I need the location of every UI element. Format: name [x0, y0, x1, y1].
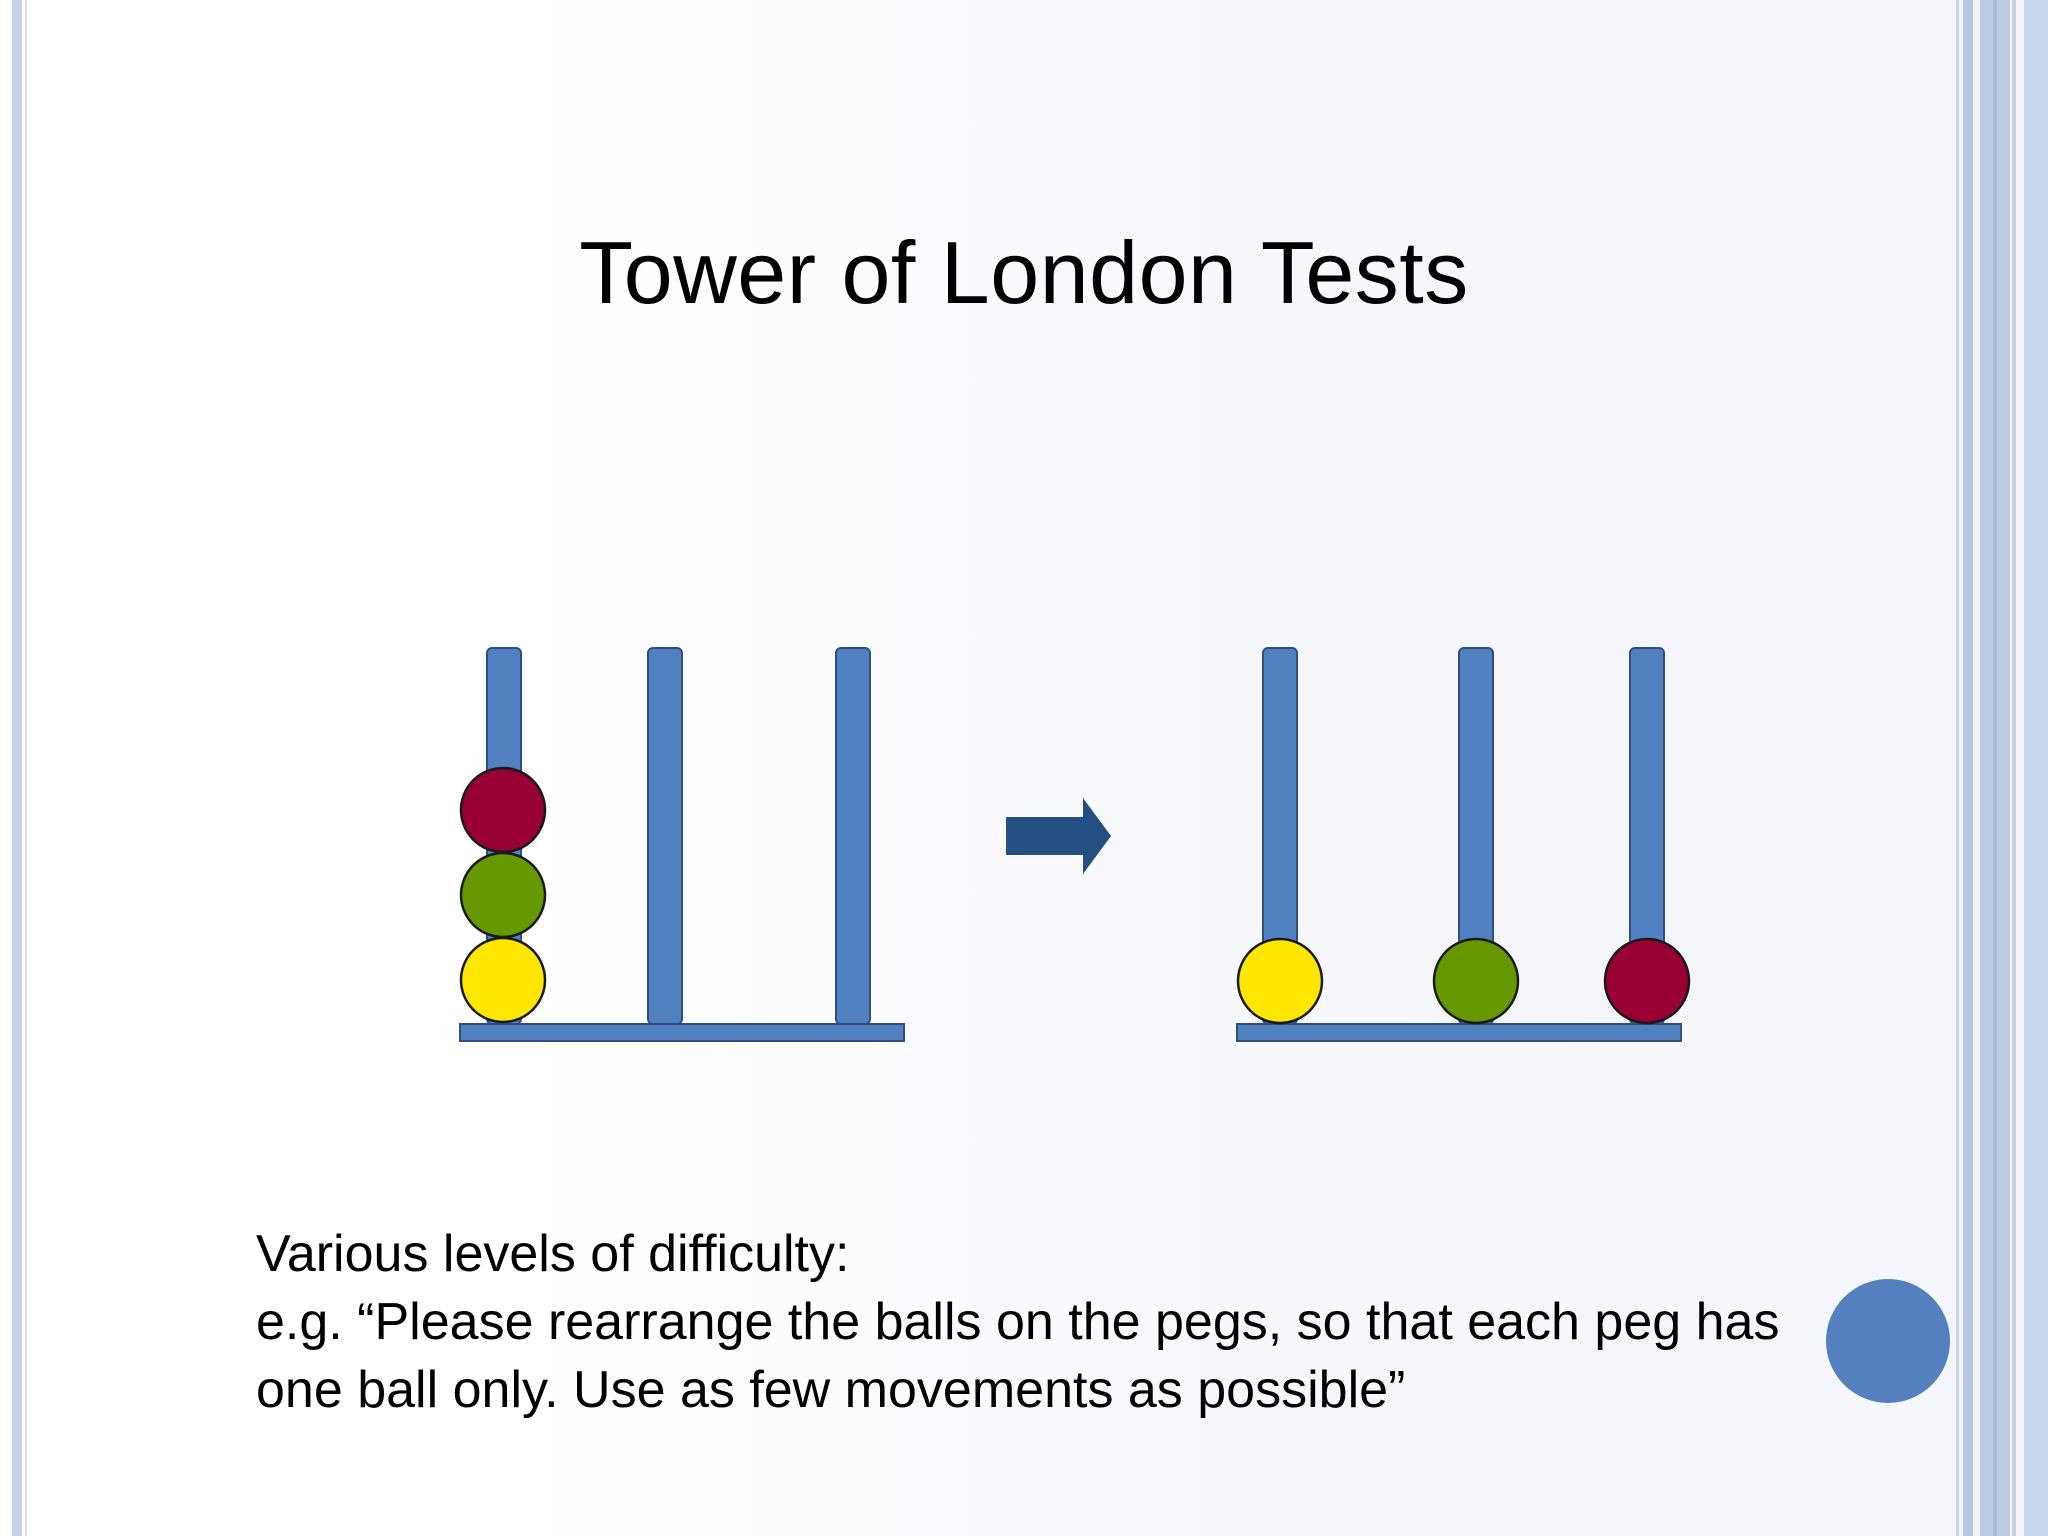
right-border-rule [1963, 0, 1973, 1536]
slide-marker-dot [1826, 1279, 1950, 1403]
goal-ball-yellow [1236, 937, 1324, 1025]
start-state-apparatus [459, 647, 905, 1042]
goal-state-apparatus [1236, 647, 1691, 1042]
start-peg-3 [835, 647, 871, 1025]
right-edge-band [2024, 0, 2048, 1536]
left-border-rule [12, 0, 22, 1536]
body-line-instruction-1: e.g. “Please rearrange the balls on the … [256, 1293, 1780, 1351]
start-ball-green [459, 851, 547, 939]
left-border-rule-thin [25, 0, 27, 1536]
slide-title: Tower of London Tests [579, 223, 1469, 322]
start-base [459, 1023, 905, 1042]
right-border-rule-inner [1993, 0, 1997, 1536]
start-ball-yellow [459, 936, 547, 1024]
goal-ball-red [1603, 937, 1691, 1025]
goal-ball-green [1432, 937, 1520, 1025]
transition-arrow [1006, 798, 1111, 874]
start-peg-2 [647, 647, 683, 1025]
right-border-rule-thin [1956, 0, 1959, 1536]
slide-body: Various levels of difficulty: e.g. “Plea… [256, 1220, 1976, 1424]
start-ball-red [459, 766, 547, 854]
body-line-difficulty: Various levels of difficulty: [256, 1225, 850, 1283]
right-arrow-icon [1006, 798, 1111, 874]
right-border-rule-outer [2012, 0, 2016, 1536]
body-line-instruction-2: one ball only. Use as few movements as p… [256, 1361, 1406, 1419]
goal-base [1236, 1023, 1682, 1042]
